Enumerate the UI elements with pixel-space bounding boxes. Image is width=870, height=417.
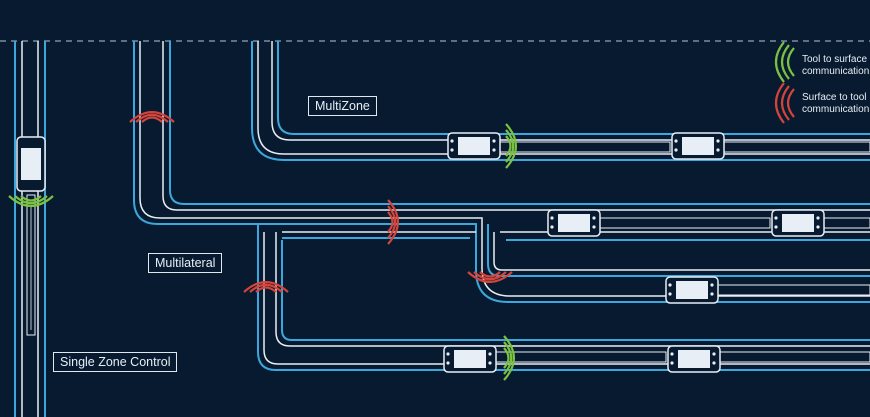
- completion-strings: [495, 141, 870, 363]
- downhole-tool-icon: [16, 136, 46, 192]
- tool-to-surface-signal-icon: [8, 195, 54, 207]
- legend-tool-to-surface-line2: communication: [802, 66, 870, 77]
- legend-red-signal-icon: [774, 82, 795, 124]
- downhole-tool-icon: [447, 132, 501, 160]
- downhole-tool-icon: [665, 276, 719, 304]
- single-zone-label: Single Zone Control: [53, 352, 178, 372]
- legend-surface-to-tool-line1: Surface to tool: [802, 92, 867, 103]
- surface-to-tool-signal-icon: [129, 111, 175, 123]
- legend-green-signal-icon: [774, 41, 795, 83]
- downhole-tool-icon: [547, 209, 601, 237]
- downhole-tool-icon: [667, 345, 721, 373]
- tool-to-surface-signal-icon: [503, 335, 515, 381]
- tool-to-surface-signal-icon: [505, 123, 517, 169]
- legend-surface-to-tool-line2: communication: [802, 104, 870, 115]
- surface-to-tool-signal-icon: [467, 271, 513, 283]
- surface-to-tool-signal-icon: [243, 281, 289, 293]
- multilateral-well: [133, 41, 870, 371]
- downhole-tool-icon: [671, 132, 725, 160]
- downhole-tool-icon: [443, 345, 497, 373]
- multizone-well: [251, 41, 870, 161]
- multilateral-label: Multilateral: [148, 253, 223, 273]
- surface-to-tool-signal-icon: [387, 199, 399, 245]
- signal-waves: [8, 111, 517, 381]
- legend-tool-to-surface-line1: Tool to surface: [802, 54, 868, 65]
- multizone-label: MultiZone: [308, 96, 377, 116]
- downhole-tools: [16, 132, 825, 373]
- single-zone-well: [14, 41, 46, 417]
- downhole-tool-icon: [771, 209, 825, 237]
